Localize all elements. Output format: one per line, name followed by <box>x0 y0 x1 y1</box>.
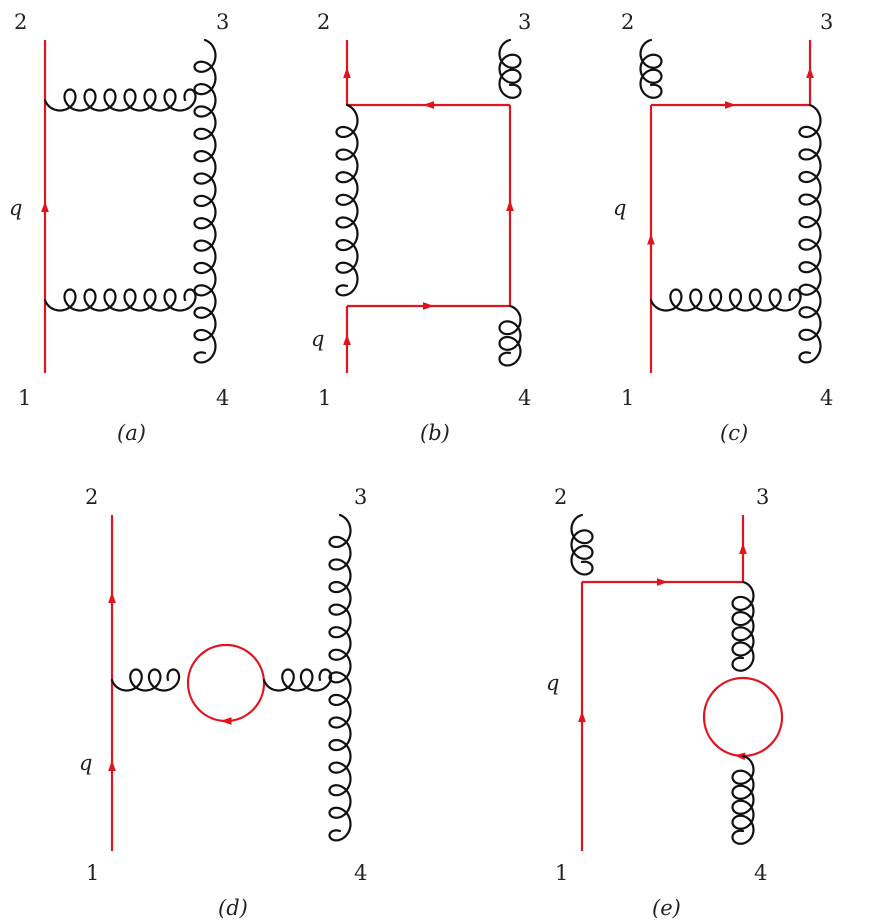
diagram-e-quarks <box>578 515 784 851</box>
diagram-a-gluons <box>43 38 217 364</box>
diagram-d-caption: (d) <box>218 896 248 920</box>
diagram-d-gluon-middle <box>262 668 333 692</box>
diagram-d-quarks <box>108 515 266 851</box>
diagram-b-gluon-bottom <box>498 304 522 367</box>
diagram-b-gluon-left <box>335 103 359 297</box>
diagram-b-leg-1: 1 <box>318 386 331 410</box>
diagram-c-caption: (c) <box>720 421 748 445</box>
diagram-a-quark-line-arrow <box>41 201 49 212</box>
diagram-d-leg-4: 4 <box>354 861 367 885</box>
diagram-d-gluon-left <box>110 668 181 692</box>
diagram-a-quarks <box>41 40 49 373</box>
diagram-d-leg-2: 2 <box>85 485 98 509</box>
diagram-c-quark-in-arrow <box>647 233 655 245</box>
diagram-a-gluon-right <box>193 38 217 364</box>
diagram-c-leg-2: 2 <box>621 10 634 34</box>
diagram-c-gluons <box>639 38 822 364</box>
diagram-a-gluon-top <box>43 88 197 112</box>
diagram-c-leg-3: 3 <box>820 10 833 34</box>
diagram-c: 2 3 1 4 q (c) <box>613 10 833 445</box>
diagram-b-quark-right-arrow <box>506 200 514 211</box>
diagram-b-quark-bottom-arrow <box>423 302 434 310</box>
diagram-c-momentum-label: q <box>613 196 626 220</box>
diagram-a-leg-4: 4 <box>216 386 229 410</box>
diagram-d-gluon-right <box>328 513 352 842</box>
diagram-c-gluon-bottom <box>649 288 802 312</box>
diagram-e-gluon-top <box>570 513 594 576</box>
diagram-d-quark-loop <box>186 643 266 723</box>
diagram-e-leg-3: 3 <box>756 485 769 509</box>
diagram-b-quark-in-arrow <box>343 334 351 345</box>
diagram-c-gluon-right <box>798 103 822 364</box>
diagram-b: 2 3 1 4 q (b) <box>311 10 531 445</box>
diagram-d-quark-upper-arrow <box>108 592 116 603</box>
diagram-c-leg-4: 4 <box>820 386 833 410</box>
diagram-b-quark-top-arrow <box>423 101 434 109</box>
diagram-c-leg-1: 1 <box>621 386 634 410</box>
diagram-e-gluons <box>570 513 755 845</box>
diagram-e-gluon-lower <box>731 754 755 845</box>
diagram-a-gluon-bottom <box>43 288 197 312</box>
diagram-a-momentum-label: q <box>9 196 22 220</box>
diagram-c-quarks <box>647 40 814 373</box>
diagram-e-gluon-upper <box>731 580 755 672</box>
diagram-b-leg-4: 4 <box>518 386 531 410</box>
diagram-c-quark-out-arrow <box>806 67 814 78</box>
diagram-b-leg-3: 3 <box>518 10 531 34</box>
diagram-b-caption: (b) <box>420 421 450 445</box>
diagram-e-momentum-label: q <box>546 671 559 695</box>
diagram-b-gluon-top <box>498 38 522 99</box>
diagram-b-momentum-label: q <box>311 327 324 351</box>
diagram-d: 2 3 1 4 q (d) <box>79 485 367 920</box>
diagram-c-quark-top-arrow <box>725 101 736 109</box>
diagram-e-caption: (e) <box>652 896 681 920</box>
diagram-a-caption: (a) <box>117 421 146 445</box>
diagram-c-gluon-top <box>639 38 663 99</box>
diagram-e-quark-loop <box>702 676 784 758</box>
diagram-e-leg-2: 2 <box>554 485 567 509</box>
diagram-e-quark-in-arrow <box>578 711 586 722</box>
diagram-d-quark-lower-arrow <box>108 760 116 771</box>
diagram-d-leg-3: 3 <box>354 485 367 509</box>
diagram-d-quark-loop-arrow-0 <box>220 717 232 725</box>
diagram-e-quark-top-arrow <box>657 578 668 586</box>
diagram-b-gluons <box>335 38 522 367</box>
diagram-d-gluons <box>110 513 352 842</box>
diagram-b-quark-out-arrow <box>343 67 351 78</box>
diagram-e-leg-1: 1 <box>555 861 568 885</box>
diagram-a-leg-1: 1 <box>18 386 31 410</box>
diagram-a-leg-2: 2 <box>14 10 27 34</box>
diagram-d-leg-1: 1 <box>86 861 99 885</box>
diagram-b-leg-2: 2 <box>317 10 330 34</box>
diagram-e-leg-4: 4 <box>754 861 767 885</box>
diagram-d-momentum-label: q <box>79 751 92 775</box>
diagram-e-quark-loop-arrow-0 <box>734 752 746 761</box>
diagram-e: 2 3 1 4 q (e) <box>546 485 784 920</box>
diagram-e-quark-out-arrow <box>739 543 747 554</box>
diagram-a: 2 3 1 4 q (a) <box>9 10 229 445</box>
diagram-b-quarks <box>343 40 514 373</box>
diagram-a-leg-3: 3 <box>216 10 229 34</box>
